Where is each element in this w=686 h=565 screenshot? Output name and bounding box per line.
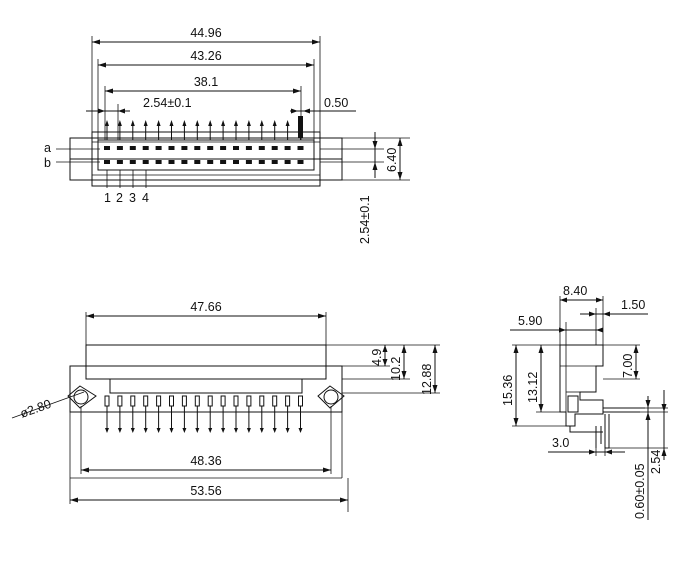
front-pin-11 (233, 395, 239, 433)
dim-pin-thickness: 0.60±0.05 (633, 463, 647, 519)
dim-side-right-width: 1.50 (621, 298, 645, 312)
front-pin-15 (285, 395, 291, 433)
top-pin-9 (207, 120, 214, 164)
dim-side-height-upper: 7.00 (621, 354, 635, 378)
dim-body-width: 43.26 (190, 49, 221, 63)
front-pin-13 (259, 395, 265, 433)
dim-side-left-width: 5.90 (518, 314, 542, 328)
top-pin-13 (258, 120, 265, 164)
top-pin-7 (181, 120, 188, 164)
dim-pitch: 2.54±0.1 (143, 96, 192, 110)
row-label-b: b (44, 156, 51, 170)
dim-row-pitch: 2.54±0.1 (358, 195, 372, 244)
top-pin-array (104, 120, 304, 164)
top-view: 44.96 43.26 38.1 2.54±0.1 0.50 a b (44, 26, 410, 244)
row-label-a: a (44, 141, 51, 155)
dim-side-top-width: 8.40 (563, 284, 587, 298)
dim-overall-width: 44.96 (190, 26, 221, 40)
front-pin-9 (207, 395, 213, 433)
front-pin-14 (272, 395, 278, 433)
top-pin-10 (220, 120, 227, 164)
dim-pin-width: 0.50 (324, 96, 348, 110)
dim-pin-span: 38.1 (194, 75, 218, 89)
top-pin-8 (194, 120, 201, 164)
top-pin-6 (168, 120, 175, 164)
front-pin-7 (181, 395, 187, 433)
top-pin-2 (116, 120, 123, 164)
dim-side-bottom-width: 3.0 (552, 436, 569, 450)
front-pin-3 (130, 395, 136, 433)
dim-front-overall-width: 53.56 (190, 484, 221, 498)
top-pin-12 (245, 120, 252, 164)
pin-number-1: 1 (104, 191, 111, 205)
pin-number-3: 3 (129, 191, 136, 205)
dim-front-h2: 10.2 (389, 357, 403, 381)
pin-number-4: 4 (142, 191, 149, 205)
front-view: 47.66 ø2.80 4.9 10.2 12.88 (11, 300, 440, 512)
top-pin-16 (297, 120, 304, 164)
top-pin-14 (271, 120, 278, 164)
front-pin-5 (156, 395, 162, 433)
top-pin-15 (284, 120, 291, 164)
front-pin-4 (143, 395, 149, 433)
front-pin-12 (246, 395, 252, 433)
dim-side-height-mid: 13.12 (526, 372, 540, 403)
dim-front-body-width: 47.66 (190, 300, 221, 314)
top-pin-1 (104, 120, 110, 164)
dim-front-h3: 12.88 (420, 364, 434, 395)
top-pin-5 (155, 120, 162, 164)
top-pin-4 (142, 120, 149, 164)
dim-hole-spacing: 48.36 (190, 454, 221, 468)
top-pin-11 (233, 120, 239, 164)
dim-front-h1: 4.9 (370, 349, 384, 366)
front-housing-outline (85, 344, 327, 380)
front-pin-16 (298, 395, 303, 433)
front-pin-array (104, 395, 303, 433)
dim-hole-diameter: ø2.80 (18, 397, 53, 421)
dim-side-height-total: 15.36 (501, 375, 515, 406)
front-pin-8 (194, 395, 200, 433)
dim-pin-pitch: 2.54 (649, 450, 663, 474)
top-pin-3 (129, 120, 136, 164)
front-pin-2 (117, 395, 123, 433)
front-pin-10 (220, 395, 226, 433)
dim-height: 6.40 (385, 148, 399, 172)
front-pin-6 (169, 395, 174, 433)
side-view: 8.40 1.50 5.90 15.36 13. (501, 284, 668, 520)
side-profile (559, 344, 604, 427)
pin-number-2: 2 (116, 191, 123, 205)
front-pin-1 (104, 395, 110, 433)
